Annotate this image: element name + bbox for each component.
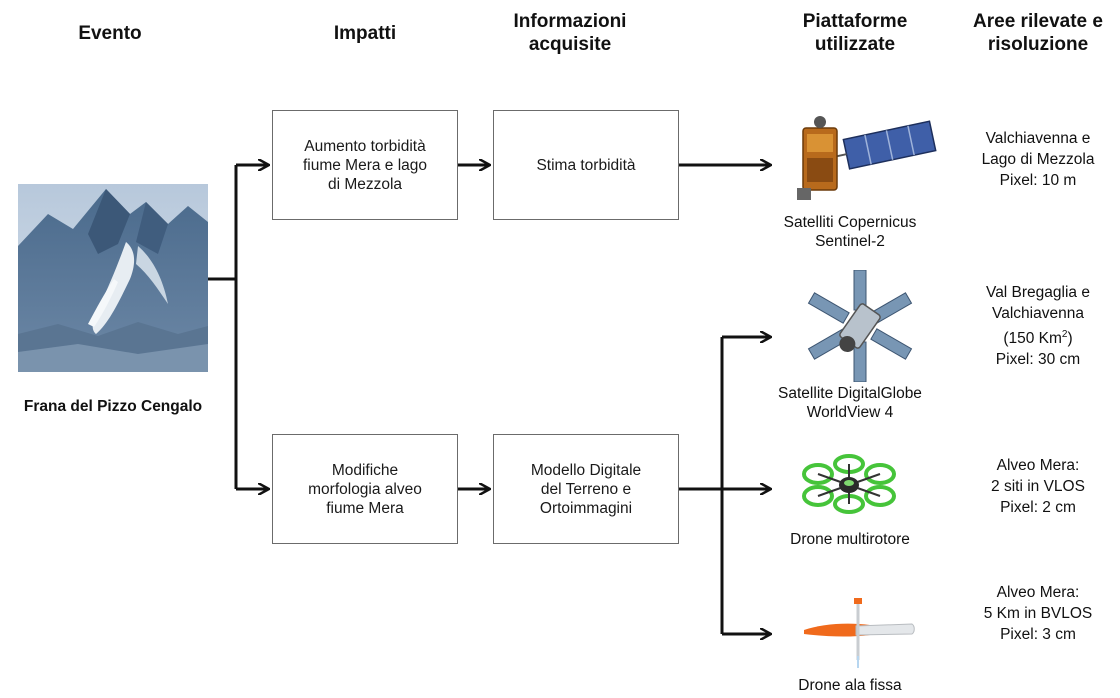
header-impatti: Impatti [333,23,397,44]
multirotor-drone-icon [800,452,898,516]
sentinel-2-satellite-icon [785,100,940,210]
worldview-satellite-icon [800,269,920,383]
impact-box-turbidity: Aumento torbidità fiume Mera e lago di M… [272,110,458,220]
platform-caption-multirotor: Drone multirotore [790,531,910,548]
event-label: Frana del Pizzo Cengalo [23,398,203,415]
area-resolution-sentinel-2: Valchiavenna e Lago di Mezzola Pixel: 10… [981,130,1095,189]
landslide-photo [18,184,208,372]
info-box-dtm-orthoimages: Modello Digitale del Terreno e Ortoimmag… [493,434,679,544]
impact-box-morphology: Modifiche morfologia alveo fiume Mera [272,434,458,544]
platform-caption-worldview: Satellite DigitalGlobe WorldView 4 [778,385,922,421]
platform-caption-sentinel-2: Satelliti Copernicus Sentinel-2 [783,214,917,250]
platform-caption-fixed-wing: Drone ala fissa [798,677,902,694]
info-box-turbidity-estimate: Stima torbidità [493,110,679,220]
area-resolution-multirotor: Alveo Mera: 2 siti in VLOS Pixel: 2 cm [991,457,1085,516]
header-informazioni: Informazioni acquisite [513,11,627,55]
fixed-wing-drone-icon [800,596,920,668]
area-resolution-fixed-wing: Alveo Mera: 5 Km in BVLOS Pixel: 3 cm [983,584,1093,643]
header-piattaforme: Piattaforme utilizzate [802,11,908,55]
area-resolution-worldview: Val Bregaglia e Valchiavenna (150 Km2) P… [986,284,1090,369]
header-evento: Evento [78,23,142,44]
header-aree: Aree rilevate e risoluzione [973,11,1103,55]
